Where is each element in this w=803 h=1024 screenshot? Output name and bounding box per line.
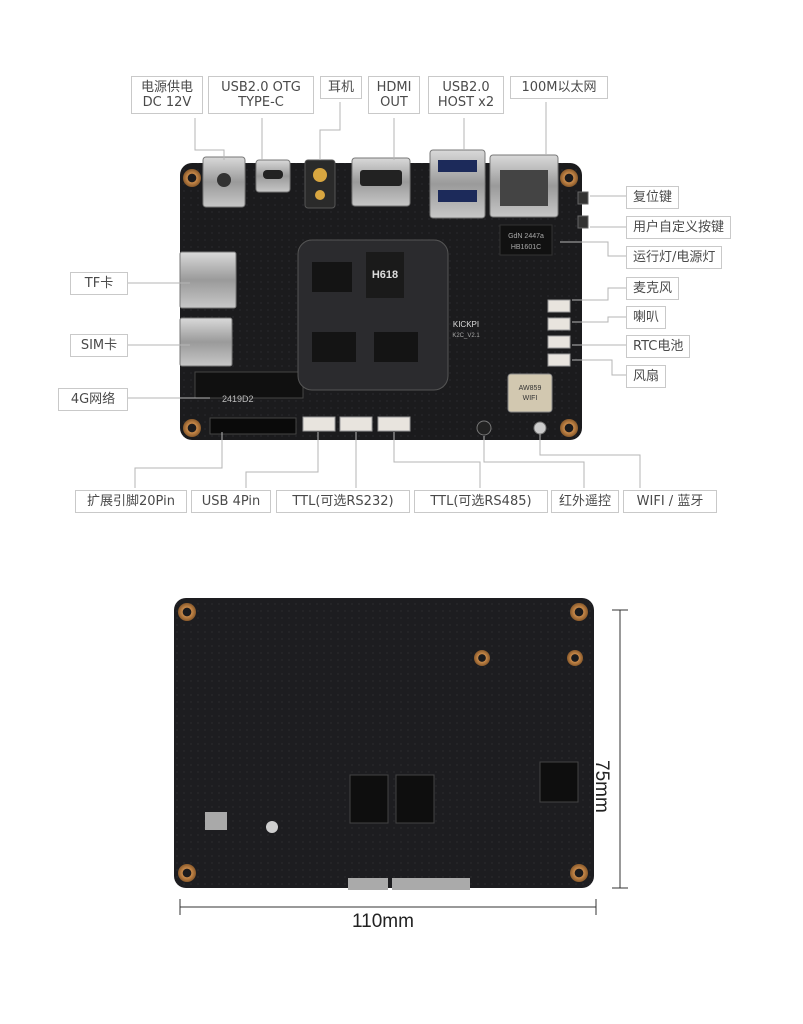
label-earphone: 耳机	[320, 76, 362, 99]
label-usb4: USB 4Pin	[191, 490, 271, 513]
label-reset: 复位键	[626, 186, 680, 209]
leader-lines	[128, 102, 641, 488]
label-ir: 红外遥控	[551, 490, 619, 513]
label-wifi: WIFI / 蓝牙	[623, 490, 717, 513]
tf-slot	[179, 251, 237, 309]
fan-connector	[547, 353, 571, 367]
mounting-hole	[183, 419, 201, 437]
svg-text:GdN 2447a: GdN 2447a	[508, 233, 544, 240]
top-board: GdN 2447a HB1601C 2419D2 H618 KICKPI K2C…	[179, 149, 589, 440]
label-fan: 风扇	[626, 365, 667, 388]
mounting-hole	[570, 864, 588, 882]
label-tf: TF卡	[70, 272, 128, 295]
label-lte: 4G网络	[58, 388, 128, 411]
soc-mark: H618	[372, 269, 398, 281]
mounting-hole	[560, 169, 578, 187]
lte-slot	[194, 371, 304, 399]
label-gpio: 扩展引脚20Pin	[75, 490, 187, 513]
mounting-hole	[570, 603, 588, 621]
label-sim: SIM卡	[70, 334, 128, 357]
svg-text:HB1601C: HB1601C	[511, 244, 541, 251]
user-button	[577, 215, 589, 229]
rtc-connector	[547, 335, 571, 349]
label-ttl232: TTL(可选RS232)	[276, 490, 410, 513]
wifi-antenna-pad	[533, 421, 547, 435]
label-ethernet: 100M以太网	[510, 76, 608, 99]
mounting-hole	[560, 419, 578, 437]
wifi-module	[507, 373, 553, 413]
ir-receiver	[476, 420, 492, 436]
svg-text:2419D2: 2419D2	[222, 394, 254, 404]
svg-text:AW859: AW859	[519, 385, 542, 392]
gpio-header	[209, 417, 297, 435]
ethernet-chip	[499, 224, 553, 256]
label-rtc: RTC电池	[626, 335, 691, 358]
label-mic: 麦克风	[626, 277, 680, 300]
mounting-hole	[178, 603, 196, 621]
svg-text:K2C_V2.1: K2C_V2.1	[452, 333, 480, 339]
svg-text:KICKPI: KICKPI	[453, 320, 479, 329]
ttl232-connector	[339, 416, 373, 432]
usb4-connector	[302, 416, 336, 432]
dimension-height: 75mm	[591, 760, 612, 813]
reset-button	[577, 191, 589, 205]
label-ttl485: TTL(可选RS485)	[414, 490, 548, 513]
ttl485-connector	[377, 416, 411, 432]
label-led: 运行灯/电源灯	[626, 246, 723, 269]
svg-text:WIFI: WIFI	[523, 395, 538, 402]
mounting-hole	[183, 169, 201, 187]
mic-connector	[547, 299, 571, 313]
bottom-board	[174, 598, 594, 890]
mounting-hole	[178, 864, 196, 882]
dimension-lines	[179, 609, 628, 915]
label-user-key: 用户自定义按键	[626, 216, 732, 239]
audio-jack	[304, 159, 336, 209]
speaker-connector	[547, 317, 571, 331]
label-speaker: 喇叭	[626, 306, 667, 329]
sim-slot	[179, 317, 233, 367]
dimension-width: 110mm	[352, 911, 414, 932]
